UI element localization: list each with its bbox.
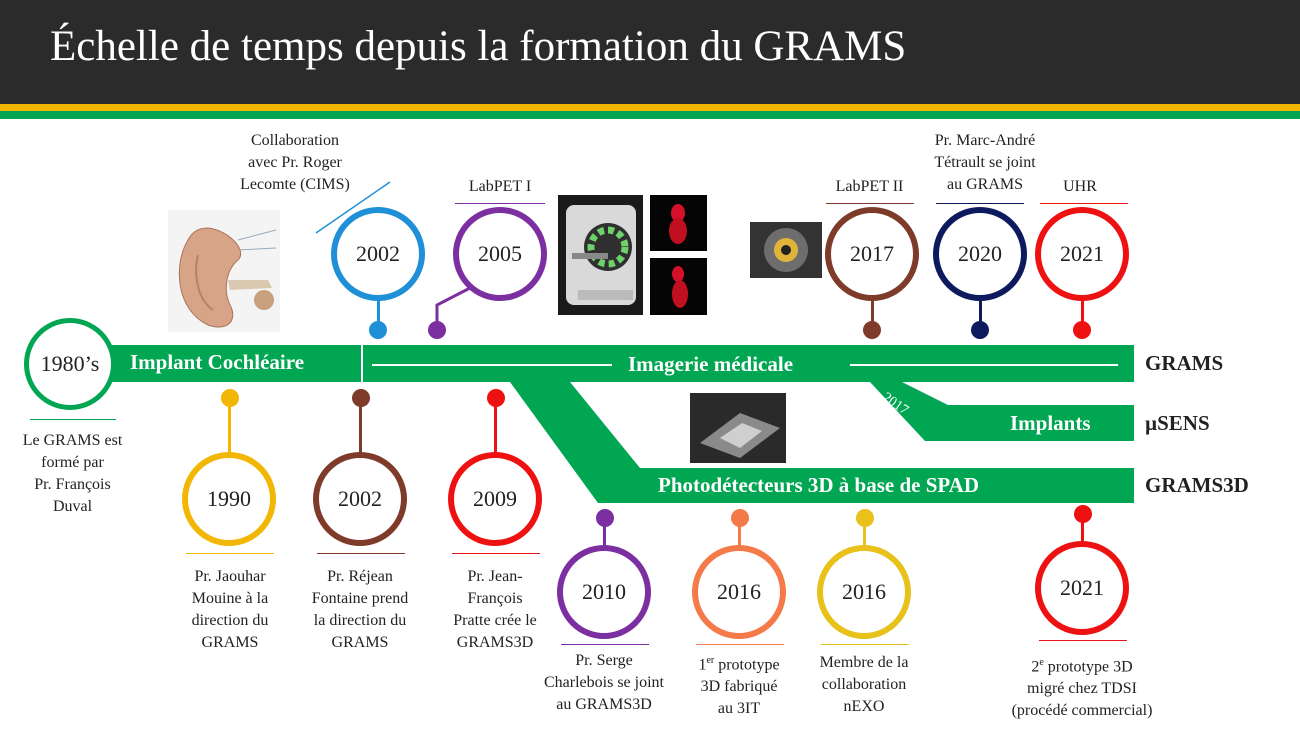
labpet-scanner-image	[558, 195, 643, 315]
label-underline	[696, 644, 784, 645]
stem	[228, 405, 231, 455]
label-underline	[1039, 640, 1127, 641]
milestone-circle-2020: 2020	[933, 207, 1027, 301]
milestone-circle-2002-top: 2002	[331, 207, 425, 301]
milestone-circle-2005: 2005	[453, 207, 547, 301]
milestone-dot	[221, 389, 239, 407]
chip-illustration	[700, 413, 780, 458]
label-underline	[821, 644, 909, 645]
milestone-dot	[856, 509, 874, 527]
milestone-circle-1980s: 1980’s	[24, 318, 116, 410]
milestone-label-2020: Pr. Marc-André Tétrault se joint au GRAM…	[934, 132, 1036, 193]
main-band	[110, 345, 1134, 382]
pet-scan-illustration	[672, 266, 688, 308]
milestone-label-2021-bottom: 2e prototype 3D migré chez TDSI (procédé…	[1011, 657, 1153, 720]
label-underline	[826, 203, 914, 204]
group-label-grams: GRAMS	[1145, 351, 1224, 375]
stem	[863, 524, 866, 548]
milestone-circle-2009: 2009	[448, 452, 542, 546]
stem	[979, 301, 982, 326]
milestone-label-labpet1: LabPET I	[468, 178, 532, 195]
stem	[359, 405, 362, 455]
milestone-dot	[369, 321, 387, 339]
milestone-dot	[1074, 505, 1092, 523]
band-label-implant: Implant Cochléaire	[130, 350, 305, 374]
yellow-stripe	[0, 104, 1300, 111]
label-underline	[1040, 203, 1128, 204]
spad-chip-image	[690, 393, 786, 463]
stem	[1081, 301, 1084, 326]
band-label-photodetecteurs: Photodétecteurs 3D à base de SPAD	[658, 473, 979, 497]
milestone-circle-2021-top: 2021	[1035, 207, 1129, 301]
milestone-dot	[863, 321, 881, 339]
milestone-dot	[596, 509, 614, 527]
milestone-dot	[971, 321, 989, 339]
stem	[494, 405, 497, 455]
milestone-label-2010: Pr. Serge Charlebois se joint au GRAMS3D	[544, 652, 664, 713]
milestone-dot	[1073, 321, 1091, 339]
milestone-circle-2010: 2010	[557, 545, 651, 639]
pet-scan-image-2	[650, 258, 707, 315]
label-underline	[186, 553, 274, 554]
milestone-circle-2016-nexo: 2016	[817, 545, 911, 639]
ear-illustration	[178, 227, 277, 328]
detector-illustration	[764, 228, 808, 272]
stem	[871, 301, 874, 326]
band-label-implants: Implants	[1010, 411, 1091, 435]
group-label-grams3d: GRAMS3D	[1145, 473, 1249, 497]
spad-branch	[510, 382, 1134, 503]
stem	[603, 524, 606, 548]
label-underline	[452, 553, 540, 554]
band-label-imagerie: Imagerie médicale	[628, 352, 794, 376]
milestone-circle-2021-bottom: 2021	[1035, 541, 1129, 635]
stem	[1081, 520, 1084, 544]
milestone-circle-2016-prototype: 2016	[692, 545, 786, 639]
stem	[738, 524, 741, 548]
implants-branch	[870, 382, 1134, 441]
label-underline	[317, 553, 405, 554]
milestone-label-2009: Pr. Jean- François Pratte crée le GRAMS3…	[453, 568, 537, 651]
milestone-label-labpet2: LabPET II	[835, 178, 904, 195]
pet-scan-illustration	[669, 204, 687, 244]
milestone-dot	[352, 389, 370, 407]
scanner-illustration	[566, 205, 636, 305]
milestone-circle-1990: 1990	[182, 452, 276, 546]
milestone-circle-2017: 2017	[825, 207, 919, 301]
label-underline	[455, 203, 545, 204]
green-stripe	[0, 111, 1300, 119]
ear-anatomy-image	[168, 210, 280, 332]
milestone-circle-2002-bottom: 2002	[313, 452, 407, 546]
milestone-label-2002-collaboration: Collaboration avec Pr. Roger Lecomte (CI…	[240, 132, 350, 193]
milestone-year: 1980’s	[40, 351, 100, 376]
stem	[377, 301, 380, 326]
group-label-musens: µSENS	[1145, 411, 1210, 435]
origin-underline	[30, 419, 116, 420]
milestone-label-2016-nexo: Membre de la collaboration nEXO	[819, 654, 909, 715]
milestone-label-1990: Pr. Jaouhar Mouine à la direction du GRA…	[191, 568, 269, 651]
milestone-dot	[428, 321, 446, 339]
pet-scan-image-1	[650, 195, 707, 251]
milestone-dot	[487, 389, 505, 407]
milestone-label-uhr: UHR	[1063, 178, 1097, 195]
milestone-dot	[731, 509, 749, 527]
label-underline	[561, 644, 649, 645]
milestone-label-2002-direction: Pr. Réjean Fontaine prend la direction d…	[311, 568, 409, 651]
header-bar: Échelle de temps depuis la formation du …	[0, 0, 1300, 104]
labpet2-detector-image	[750, 222, 822, 278]
origin-label: Le GRAMS est formé par Pr. François Duva…	[22, 432, 123, 515]
label-underline	[936, 203, 1024, 204]
milestone-label-2016-prototype: 1er prototype 3D fabriqué au 3IT	[698, 655, 780, 718]
page-title: Échelle de temps depuis la formation du …	[50, 23, 907, 70]
diagonal-accent	[315, 181, 391, 234]
